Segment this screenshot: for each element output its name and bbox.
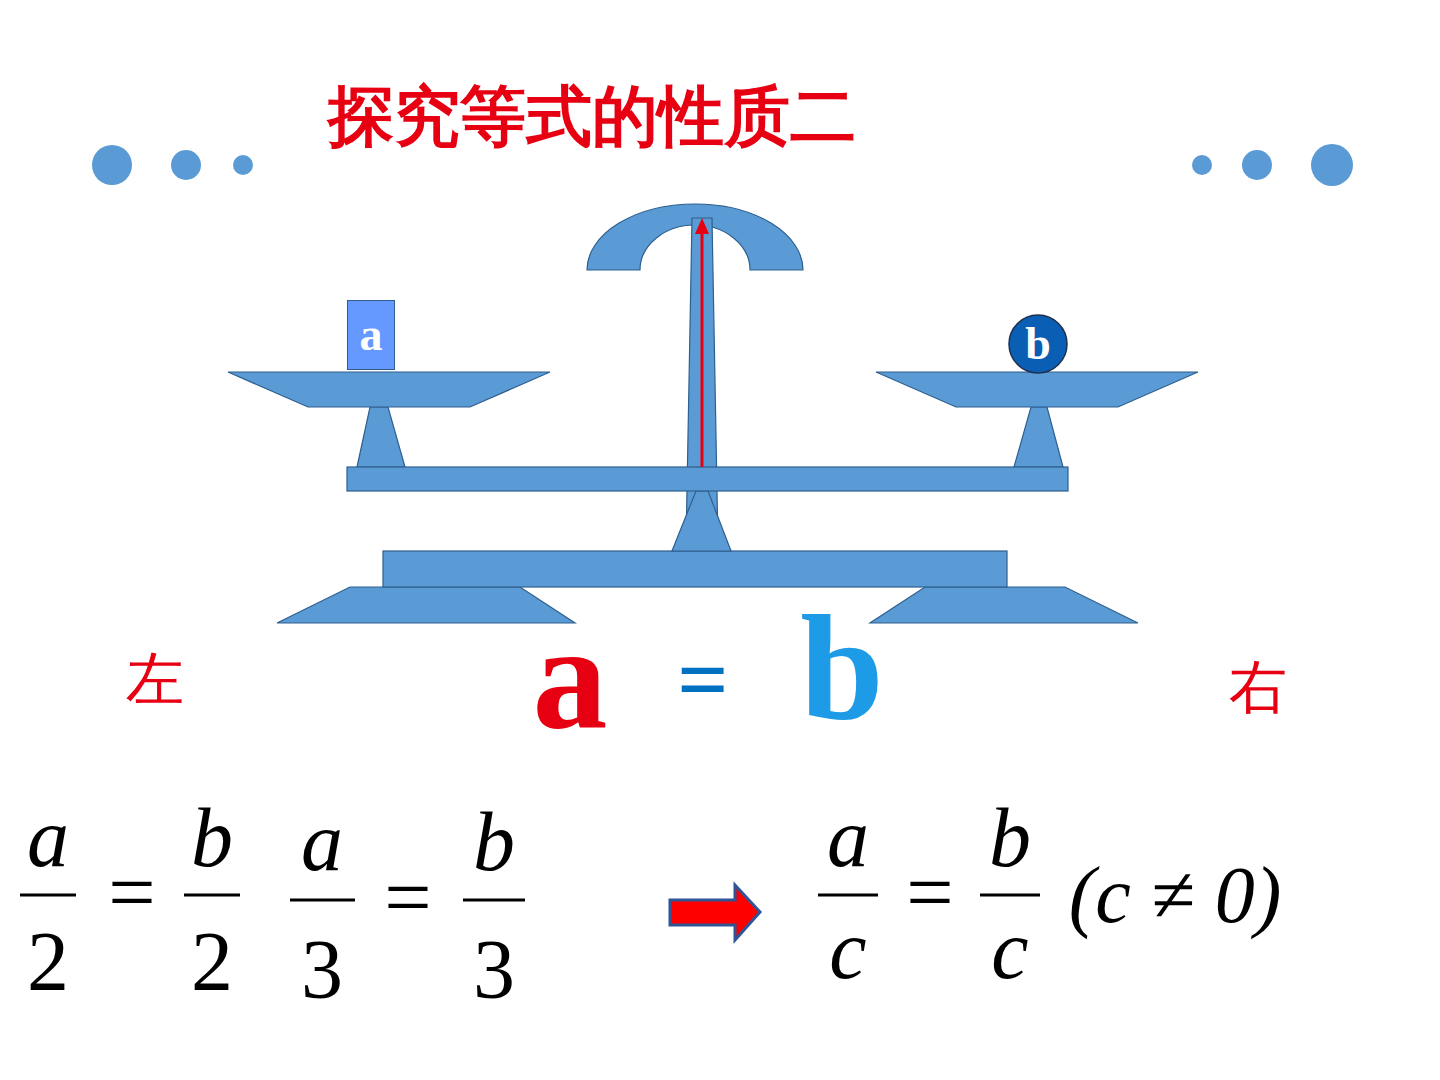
side-label: 右 xyxy=(1229,659,1287,717)
weight-ball-shape xyxy=(1009,315,1067,373)
fraction-numerator: a xyxy=(301,800,343,884)
decor-dot xyxy=(233,155,253,175)
pan-stem xyxy=(357,407,405,467)
weight-letter: b xyxy=(1025,321,1051,367)
pan-stem xyxy=(1014,407,1063,467)
weight-ball: b xyxy=(1008,314,1068,374)
equals-sign: = xyxy=(108,851,155,935)
left-pan xyxy=(228,372,550,407)
fraction-numerator: b xyxy=(191,796,233,880)
condition-note: (c ≠ 0) xyxy=(1069,855,1282,935)
decor-dots xyxy=(92,144,1353,186)
equals-sign: = xyxy=(384,856,431,940)
fraction-bar xyxy=(20,894,76,897)
slide-title: 探究等式的性质二 xyxy=(328,84,856,150)
fraction-bar xyxy=(818,894,878,897)
scale-base xyxy=(383,551,1007,587)
fraction-denominator: 3 xyxy=(301,928,343,1012)
pointer-line xyxy=(701,232,704,467)
fraction-numerator: a xyxy=(27,796,69,880)
fraction-denominator: 3 xyxy=(473,928,515,1012)
pointer-head xyxy=(695,218,709,234)
scale-pivot xyxy=(672,491,731,551)
decor-dot xyxy=(171,150,201,180)
pointer-arrow xyxy=(695,218,709,467)
decor-dot xyxy=(1242,150,1272,180)
fraction-denominator: c xyxy=(991,908,1028,992)
fraction-bars xyxy=(20,895,1040,900)
fraction-denominator: c xyxy=(829,908,866,992)
equation-letter: a xyxy=(533,601,608,751)
weight-block: a xyxy=(347,300,395,370)
fraction-bar xyxy=(290,899,355,902)
equation-sign: = xyxy=(677,635,728,725)
balance-scale xyxy=(228,204,1198,623)
side-label: 左 xyxy=(126,651,184,709)
decor-dot xyxy=(1311,144,1353,186)
weight-block-shape xyxy=(348,301,395,370)
fraction-denominator: 2 xyxy=(27,920,69,1004)
fraction-numerator: b xyxy=(989,796,1031,880)
equals-sign: = xyxy=(906,851,953,935)
scale-foot xyxy=(277,587,575,623)
right-pan xyxy=(876,372,1198,407)
decor-dot xyxy=(1192,155,1212,175)
fraction-bar xyxy=(980,894,1040,897)
fraction-numerator: a xyxy=(827,796,869,880)
weight-letter: a xyxy=(360,312,383,358)
decor-dot xyxy=(92,145,132,185)
scale-beam xyxy=(347,467,1068,491)
implies-arrow xyxy=(670,885,760,940)
equation-letter: b xyxy=(800,593,883,743)
fraction-bar xyxy=(184,894,240,897)
scale-foot xyxy=(870,587,1138,623)
fraction-bar xyxy=(463,899,525,902)
fraction-denominator: 2 xyxy=(191,920,233,1004)
fraction-numerator: b xyxy=(473,800,515,884)
